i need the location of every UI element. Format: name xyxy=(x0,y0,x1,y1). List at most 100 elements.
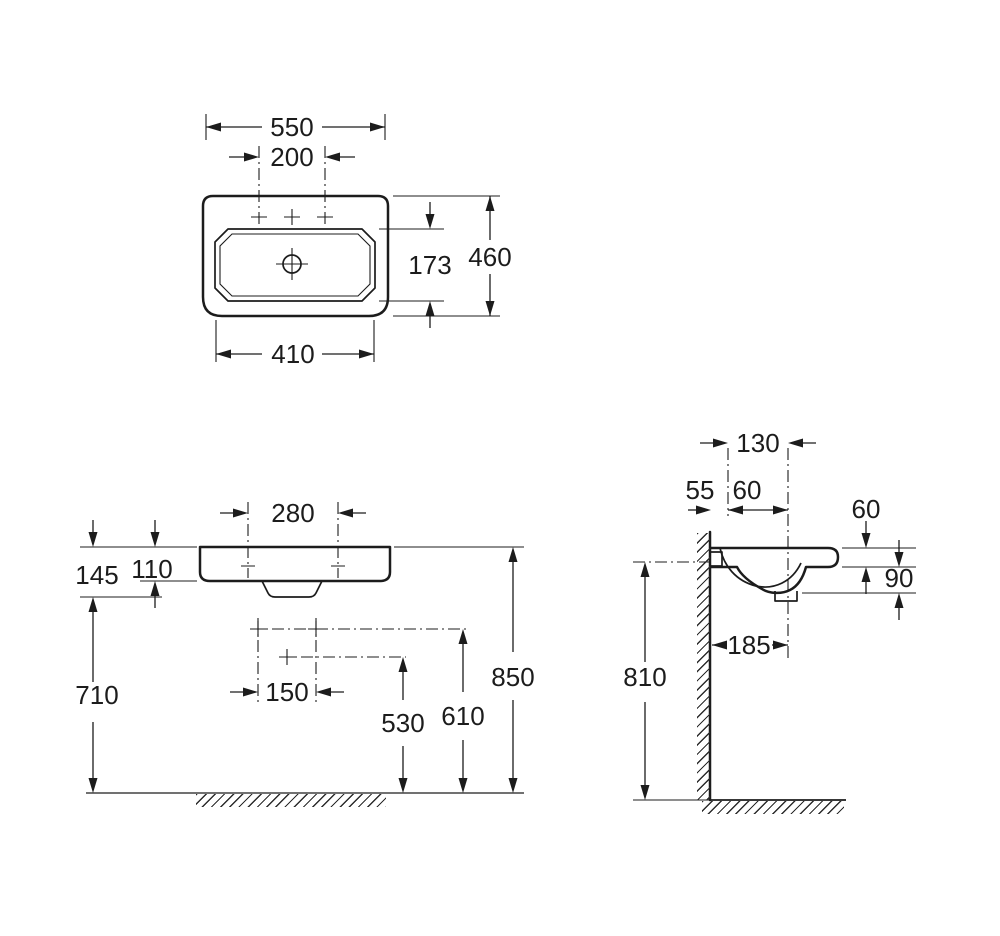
arrowhead xyxy=(359,349,374,359)
arrowhead xyxy=(216,349,231,359)
arrowhead xyxy=(398,657,408,672)
dim-plan-taphole-spacing: 200 xyxy=(270,142,313,172)
arrowhead xyxy=(788,438,803,448)
arrowhead xyxy=(508,778,518,793)
dim-front-edge-thickness: 145 xyxy=(75,560,118,590)
dim-side-axis-spacing: 60 xyxy=(733,475,762,505)
floor-hatch-front xyxy=(196,794,386,807)
arrowhead xyxy=(425,214,435,229)
arrowhead xyxy=(508,547,518,562)
dim-710: 710 xyxy=(75,612,119,793)
arrowhead xyxy=(325,152,340,162)
centerline xyxy=(247,502,339,578)
basin-rim-inner2 xyxy=(219,233,371,297)
extension-line xyxy=(842,547,916,568)
arrowhead xyxy=(713,438,728,448)
arrowhead xyxy=(150,532,160,547)
extension-line xyxy=(215,320,375,362)
dim-front-floor-to-underside: 710 xyxy=(75,680,118,710)
basin-outline xyxy=(201,194,390,318)
front-basin xyxy=(198,545,392,598)
arrowhead xyxy=(206,122,221,132)
dim-55: 55 xyxy=(686,475,715,515)
centerline xyxy=(633,448,789,658)
dim-front-floor-to-drain: 530 xyxy=(381,708,424,738)
dim-200: 200 xyxy=(229,142,355,228)
extension-line xyxy=(379,228,444,302)
dim-810: 810 xyxy=(623,562,667,800)
dim-front-fixing-spacing: 280 xyxy=(271,498,314,528)
arrowhead xyxy=(458,778,468,793)
dim-60-rim: 60 xyxy=(842,494,916,594)
side-basin xyxy=(709,546,840,602)
dim-850: 850 xyxy=(394,546,535,793)
arrowhead xyxy=(728,505,743,515)
plan-basin xyxy=(201,194,390,318)
drain-crosshair xyxy=(276,248,308,280)
dim-plan-bowl-depth: 173 xyxy=(408,250,451,280)
arrowhead xyxy=(338,508,353,518)
basin-bowl-underside xyxy=(261,580,323,598)
floor-hatch-side xyxy=(702,801,844,814)
dim-185: 185 xyxy=(712,630,788,660)
arrowhead xyxy=(88,597,98,612)
dim-173: 173 xyxy=(379,202,452,328)
dim-110: 110 xyxy=(131,520,173,608)
dim-plan-overall-width: 550 xyxy=(270,112,313,142)
front-view: 280 145 110 710 150 xyxy=(75,498,535,794)
arrowhead xyxy=(398,778,408,793)
arrowhead xyxy=(458,629,468,644)
basin-rim-inner xyxy=(214,228,376,302)
dim-460: 460 xyxy=(393,195,512,317)
dim-side-wall-offset: 55 xyxy=(686,475,715,505)
arrowhead xyxy=(88,778,98,793)
plan-view: 550 200 460 173 410 xyxy=(201,112,512,369)
arrowhead xyxy=(425,301,435,316)
arrowhead xyxy=(861,567,871,582)
fixing-bolt-cross xyxy=(250,621,324,665)
extension-line xyxy=(80,546,197,598)
arrowhead xyxy=(244,152,259,162)
dim-front-apron-thickness: 110 xyxy=(131,554,172,584)
dim-side-bowl-front-depth: 90 xyxy=(885,563,914,593)
dim-side-wall-to-drain: 185 xyxy=(727,630,770,660)
extension-line xyxy=(393,195,500,317)
dim-plan-bowl-width: 410 xyxy=(271,339,314,369)
dim-145: 145 xyxy=(75,520,119,612)
wall-fixings xyxy=(250,618,468,702)
arrowhead xyxy=(712,640,727,650)
arrowhead xyxy=(233,508,248,518)
dim-60-axes: 60 xyxy=(728,475,788,515)
side-view: 130 55 60 60 90 xyxy=(623,428,916,802)
arrowhead xyxy=(370,122,385,132)
dim-front-floor-to-rim: 850 xyxy=(491,662,534,692)
dim-130: 130 xyxy=(700,428,816,458)
centerline xyxy=(258,146,326,228)
dim-90: 90 xyxy=(802,540,916,620)
basin-side-bowl xyxy=(719,547,802,588)
arrowhead xyxy=(485,301,495,316)
basin-front-outline xyxy=(198,545,392,583)
dim-front-bolt-spacing: 150 xyxy=(265,677,308,707)
dim-280: 280 xyxy=(220,498,366,578)
arrowhead xyxy=(773,505,788,515)
arrowhead xyxy=(316,687,331,697)
drain-stub xyxy=(774,591,798,602)
arrowhead xyxy=(894,593,904,608)
dim-side-taphole-to-drain: 130 xyxy=(736,428,779,458)
dim-150: 150 xyxy=(230,677,344,707)
dim-410: 410 xyxy=(215,320,375,369)
arrowhead xyxy=(773,640,788,650)
dim-side-rim-thickness: 60 xyxy=(852,494,881,524)
arrowhead xyxy=(696,505,711,515)
wall-bracket xyxy=(711,551,723,567)
arrowhead xyxy=(243,687,258,697)
dim-530: 530 xyxy=(381,657,425,793)
wall-hatch xyxy=(697,533,710,800)
dim-side-floor-to-basin: 810 xyxy=(623,662,666,692)
arrowhead xyxy=(640,562,650,577)
arrowhead xyxy=(861,533,871,548)
arrowhead xyxy=(485,196,495,211)
